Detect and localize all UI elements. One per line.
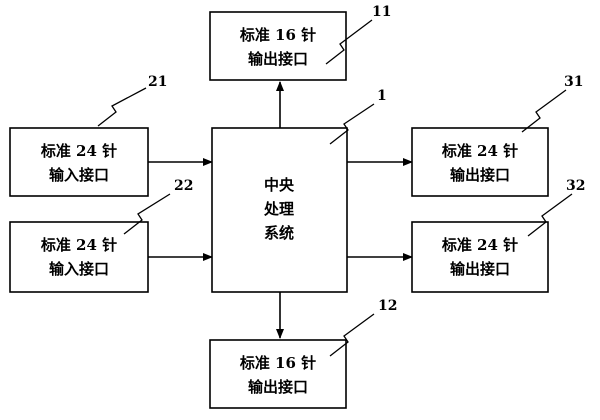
node-top-output-line1: 标准 16 针 [239, 26, 316, 44]
node-output-32-line2: 输出接口 [450, 260, 510, 278]
leader-21 [97, 87, 147, 127]
leader-31 [521, 89, 567, 133]
node-input-22-line2: 输入接口 [49, 260, 109, 278]
leader-1 [329, 103, 375, 145]
node-cpu-line2: 处理 [263, 200, 294, 218]
node-output-32: 标准 24 针 输出接口 32 [411, 178, 585, 293]
node-top-output-box [209, 11, 347, 81]
node-output-32-box [411, 221, 549, 293]
node-cpu-line1: 中央 [264, 176, 295, 194]
ref-label-22: 22 [174, 178, 193, 194]
node-input-21-box [9, 127, 149, 197]
node-top-output-line2: 输出接口 [248, 50, 308, 68]
node-output-31-box [411, 127, 549, 197]
node-output-31-line1: 标准 24 针 [441, 142, 518, 160]
node-top-output-11: 标准 16 针 输出接口 11 [209, 4, 391, 81]
node-input-22: 标准 24 针 输入接口 22 [9, 178, 193, 293]
node-input-22-line1: 标准 24 针 [40, 236, 117, 254]
node-input-21-line1: 标准 24 针 [40, 142, 117, 160]
node-output-32-line1: 标准 24 针 [441, 236, 518, 254]
leader-32 [527, 193, 573, 237]
ref-label-1: 1 [377, 88, 387, 104]
leader-11 [325, 19, 373, 65]
ref-label-11: 11 [372, 4, 391, 20]
connectors [148, 81, 413, 339]
node-bottom-output-line2: 输出接口 [248, 378, 308, 396]
node-central-processing-system: 中央 处理 系统 1 [211, 88, 387, 293]
leader-22 [123, 193, 171, 235]
node-output-31: 标准 24 针 输出接口 31 [411, 74, 583, 197]
leader-12 [329, 313, 375, 357]
ref-label-12: 12 [378, 298, 397, 314]
node-output-31-line2: 输出接口 [450, 166, 510, 184]
ref-label-31: 31 [564, 74, 583, 90]
ref-label-21: 21 [148, 74, 167, 90]
node-input-22-box [9, 221, 149, 293]
node-cpu-box [211, 127, 348, 293]
node-input-21-line2: 输入接口 [49, 166, 109, 184]
node-cpu-line3: 系统 [264, 224, 294, 242]
node-bottom-output-12: 标准 16 针 输出接口 12 [209, 298, 397, 409]
node-bottom-output-box [209, 339, 347, 409]
ref-label-32: 32 [566, 178, 585, 194]
node-input-21: 标准 24 针 输入接口 21 [9, 74, 167, 197]
node-bottom-output-line1: 标准 16 针 [239, 354, 316, 372]
